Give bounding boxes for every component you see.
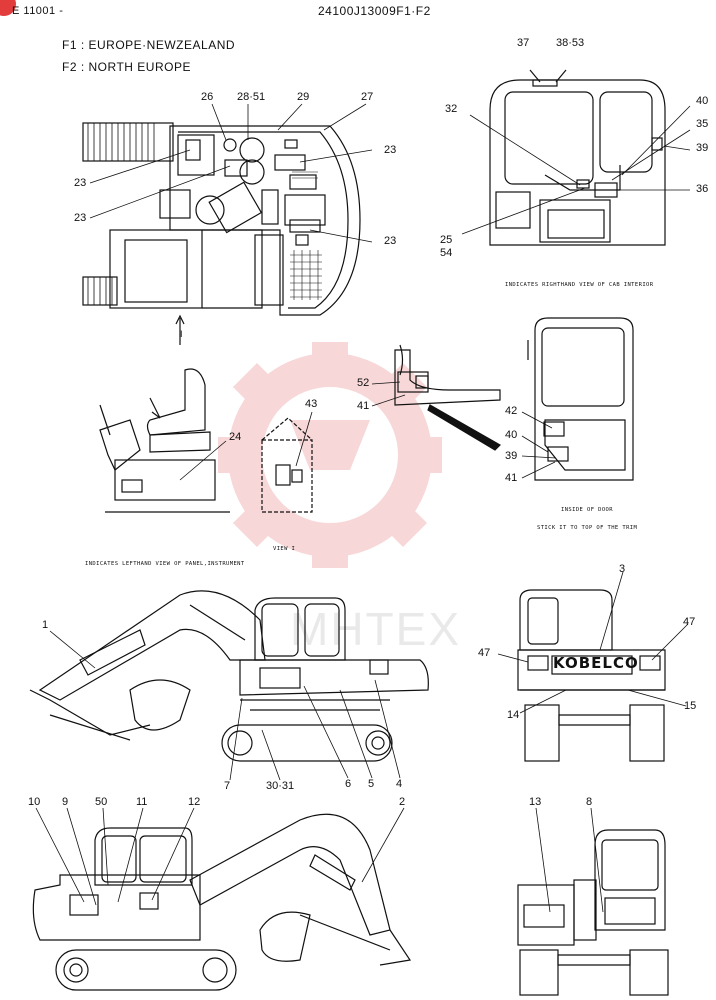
callout: 2: [399, 796, 406, 808]
callout: 10: [28, 796, 41, 808]
callout: 42: [505, 405, 518, 417]
callout: 14: [507, 709, 520, 721]
kobelco-logo: KOBELCO: [553, 654, 639, 672]
callout: 23: [74, 212, 87, 224]
callout: 23: [384, 235, 397, 247]
caption-stick-note: STICK IT TO TOP OF THE TRIM: [537, 525, 638, 531]
callout: 25: [440, 234, 453, 246]
callout: 7: [224, 780, 231, 792]
callout: 24: [229, 431, 242, 443]
callout: 9: [62, 796, 69, 808]
callout: 13: [529, 796, 542, 808]
watermark-text: MHTEX: [290, 603, 461, 655]
callout: 15: [684, 700, 697, 712]
callout: 12: [188, 796, 201, 808]
caption-inside-door: INSIDE OF DOOR: [561, 507, 613, 513]
detail-view: [371, 344, 501, 451]
callout: 35: [696, 118, 709, 130]
variant-f2: F2 : NORTH EUROPE: [62, 60, 191, 74]
door-view: [521, 317, 634, 481]
callout: 38·53: [556, 37, 585, 49]
callout: 32: [445, 103, 458, 115]
callout: 8: [586, 796, 593, 808]
callout: 43: [305, 398, 318, 410]
callout: 27: [361, 91, 374, 103]
callout: 41: [505, 472, 518, 484]
variant-f1: F1 : EUROPE·NEWZEALAND: [62, 38, 236, 52]
right-side-machine: [32, 813, 412, 991]
caption-panel-view: INDICATES LEFTHAND VIEW OF PANEL,INSTRUM…: [85, 561, 245, 567]
page-ref: E 11001 -: [12, 5, 64, 17]
callout: 28·51: [237, 91, 266, 103]
callout: 39: [505, 450, 518, 462]
callout: 11: [136, 796, 148, 808]
callout: 4: [396, 778, 403, 790]
callout: 29: [297, 91, 310, 103]
callout: 36: [696, 183, 709, 195]
callout: 1: [42, 619, 49, 631]
cab-interior-view: [489, 69, 666, 246]
callout: 54: [440, 247, 453, 259]
caption-view-i: VIEW I: [273, 546, 296, 552]
callout: 40: [505, 429, 518, 441]
top-view-machine: [82, 122, 361, 345]
callout: 30·31: [266, 780, 295, 792]
callout: 50: [95, 796, 108, 808]
callout: 39: [696, 142, 709, 154]
left-side-machine: [29, 590, 429, 762]
callout: 23: [384, 144, 397, 156]
callout: 6: [345, 778, 352, 790]
caption-cab-interior: INDICATES RIGHTHAND VIEW OF CAB INTERIOR: [505, 282, 654, 288]
view-i-panel: [261, 411, 313, 513]
front-view-machine: [517, 829, 669, 996]
callout: 5: [368, 778, 375, 790]
callout: 40: [696, 95, 709, 107]
part-number: 24100J13009F1·F2: [318, 4, 431, 18]
rear-view-machine: [517, 589, 666, 762]
watermark-gear: [218, 342, 442, 568]
callout: 52: [357, 377, 370, 389]
callout: 37: [517, 37, 530, 49]
seat-panel-view: [99, 368, 230, 513]
callout: 23: [74, 177, 87, 189]
corner-badge: [0, 0, 16, 16]
callout: 3: [619, 563, 626, 575]
callout: 47: [683, 616, 696, 628]
callout: 47: [478, 647, 491, 659]
callout: 26: [201, 91, 214, 103]
view-arrow-label: I: [180, 329, 183, 339]
callout: 41: [357, 400, 370, 412]
